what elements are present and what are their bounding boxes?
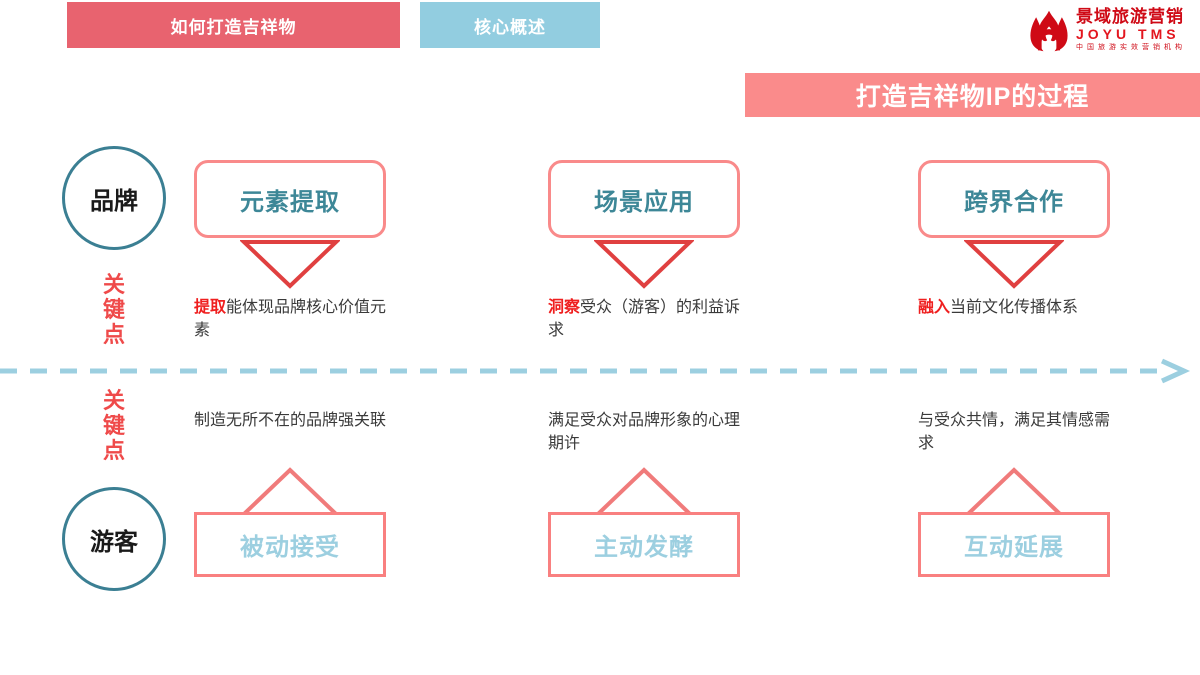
top-description-rest-2: 当前文化传播体系 [950,299,1079,316]
key-point-label-bottom: 关键点 [98,388,130,463]
page-title-banner: 打造吉祥物IP的过程 [745,73,1200,117]
key-point-label-top: 关键点 [98,272,130,347]
key-point-bottom-text: 关键点 [102,388,125,463]
top-description-2: 融入当前文化传播体系 [918,296,1118,319]
timeline-divider [0,358,1191,384]
bottom-description-2: 与受众共情，满足其情感需求 [918,409,1118,455]
top-description-rest-0: 能体现品牌核心价值元素 [194,299,387,339]
node-tourist-label: 游客 [90,528,138,556]
node-brand: 品牌 [62,146,166,250]
tab-core-overview[interactable]: 核心概述 [420,2,600,48]
logo-company-name-en: JOYU TMS [1076,26,1180,42]
bottom-stage-box-1[interactable]: 主动发酵 [548,512,740,577]
top-description-highlight-0: 提取 [194,299,227,316]
triangle-up-icon-2 [964,467,1064,516]
triangle-up-icon-1 [594,467,694,516]
triangle-up-icon-0 [240,467,340,516]
bottom-stage-title-0: 被动接受 [240,534,340,561]
logo-company-name-cn: 景域旅游营销 [1076,7,1184,26]
tab-secondary-label: 核心概述 [474,17,546,37]
node-tourist: 游客 [62,487,166,591]
bottom-stage-title-2: 互动延展 [964,534,1064,561]
top-description-highlight-2: 融入 [918,299,951,316]
logo-tagline: 中国旅游实效营销机构 [1076,44,1186,51]
key-point-top-text: 关键点 [102,272,125,347]
bottom-description-0: 制造无所不在的品牌强关联 [194,409,394,432]
top-description-highlight-1: 洞察 [548,299,581,316]
company-logo: 景域旅游营销 JOYU TMS 中国旅游实效营销机构 [956,8,1186,66]
triangle-down-icon-0 [240,240,340,289]
top-stage-title-2: 跨界合作 [964,188,1064,216]
bottom-description-1: 满足受众对品牌形象的心理期许 [548,409,748,455]
bottom-description-text-0: 制造无所不在的品牌强关联 [194,412,387,429]
flame-icon [1030,10,1068,52]
top-stage-box-0[interactable]: 元素提取 [194,160,386,238]
tab-how-to-build-mascot[interactable]: 如何打造吉祥物 [67,2,400,48]
page-title: 打造吉祥物IP的过程 [855,83,1090,111]
bottom-stage-box-0[interactable]: 被动接受 [194,512,386,577]
top-stage-box-2[interactable]: 跨界合作 [918,160,1110,238]
bottom-stage-box-2[interactable]: 互动延展 [918,512,1110,577]
tab-primary-label: 如何打造吉祥物 [170,17,297,37]
arrow-right-icon [1160,358,1191,384]
logo-text-block: 景域旅游营销 JOYU TMS 中国旅游实效营销机构 [1076,8,1186,51]
bottom-stage-title-1: 主动发酵 [594,534,694,561]
top-description-rest-1: 受众（游客）的利益诉求 [548,299,741,339]
top-description-0: 提取能体现品牌核心价值元素 [194,296,394,342]
triangle-down-icon-1 [594,240,694,289]
bottom-description-text-2: 与受众共情，满足其情感需求 [918,412,1111,452]
bottom-description-text-1: 满足受众对品牌形象的心理期许 [548,412,741,452]
top-stage-title-1: 场景应用 [594,188,694,216]
node-brand-label: 品牌 [90,187,138,215]
top-stage-box-1[interactable]: 场景应用 [548,160,740,238]
top-description-1: 洞察受众（游客）的利益诉求 [548,296,748,342]
triangle-down-icon-2 [964,240,1064,289]
top-stage-title-0: 元素提取 [240,188,340,216]
